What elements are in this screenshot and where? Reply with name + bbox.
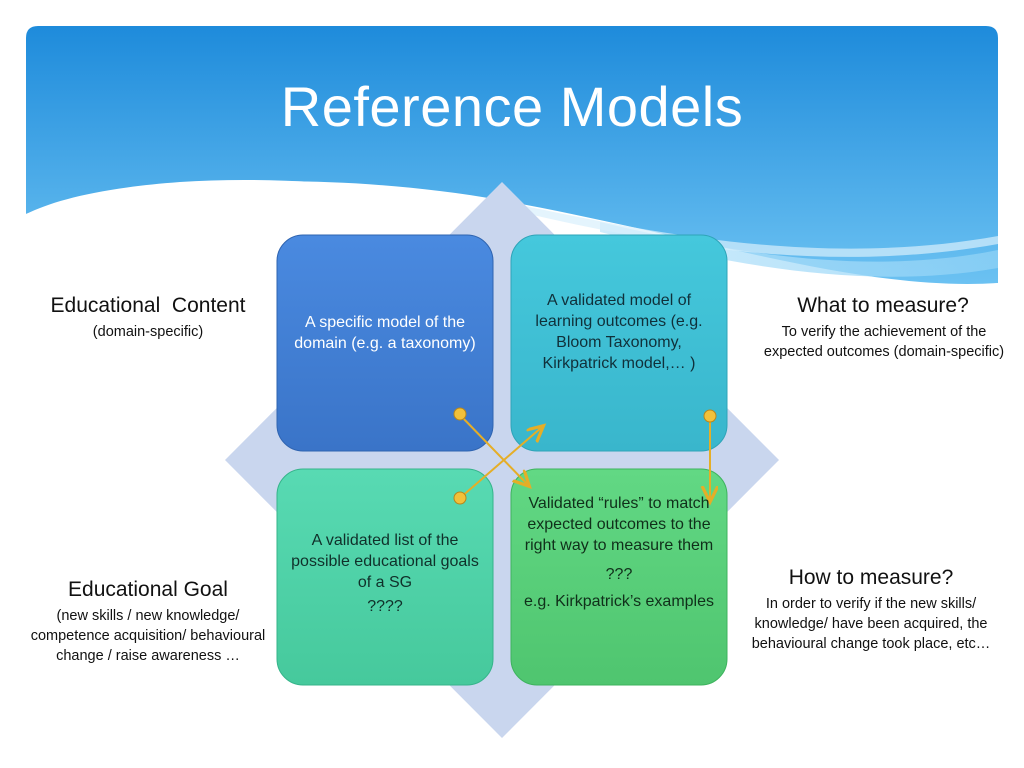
connector-arrows (453, 407, 717, 505)
how-to-measure-heading: How to measure? (788, 566, 954, 589)
box-bottom-right-text: Validated “rules” to match expected outc… (522, 493, 716, 612)
validated-rules-text: Validated “rules” to match expected outc… (524, 495, 714, 554)
goals-question-marks: ???? (367, 598, 403, 615)
arrow-content-to-rules (459, 414, 528, 485)
how-to-measure-sub: In order to verify if the new skills/ kn… (751, 596, 991, 652)
educational-goal-heading: Educational Goal (68, 578, 228, 601)
connector-dot (453, 491, 467, 505)
kirkpatrick-examples-text: e.g. Kirkpatrick’s examples (524, 593, 714, 610)
rules-question-marks: ??? (605, 566, 633, 583)
box-bottom-right (510, 468, 728, 686)
connector-dot (453, 407, 467, 421)
learning-outcomes-text: A validated model of learning outcomes (… (535, 292, 703, 372)
what-to-measure-sub: To verify the achievement of the expecte… (763, 324, 1005, 360)
box-bottom-left (276, 468, 494, 686)
connector-dot (703, 409, 717, 423)
box-bottom-left-text: A validated list of the possible educati… (290, 530, 480, 617)
educational-content-heading: Educational Content (50, 294, 246, 317)
educational-goals-text: A validated list of the possible educati… (291, 532, 479, 591)
educational-content-sub: (domain-specific) (92, 324, 204, 340)
what-to-measure-heading: What to measure? (797, 294, 969, 317)
box-top-left-text: A specific model of the domain (e.g. a t… (292, 312, 478, 354)
box-top-right-text: A validated model of learning outcomes (… (522, 290, 716, 374)
arrow-goal-to-outcomes (459, 427, 542, 499)
domain-model-text: A specific model of the domain (e.g. a t… (294, 314, 476, 352)
box-top-left (276, 234, 494, 452)
box-top-right (510, 234, 728, 452)
slide-title: Reference Models (280, 75, 744, 138)
educational-goal-sub: (new skills / new knowledge/ competence … (30, 608, 266, 664)
